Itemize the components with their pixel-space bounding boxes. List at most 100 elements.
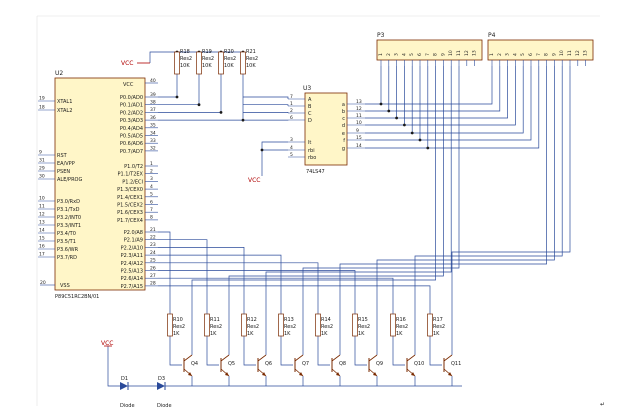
decoder-input-name: A bbox=[308, 97, 312, 103]
transistor-arrow bbox=[225, 372, 229, 376]
mcu-left-pin-num: 31 bbox=[39, 158, 45, 164]
transistor-ref: Q5 bbox=[228, 361, 235, 367]
decoder-output-num: 12 bbox=[356, 106, 362, 112]
driver-resistor-ref: R10 bbox=[173, 317, 183, 323]
vcc-mid-label: VCC bbox=[248, 177, 260, 184]
mcu-right-pin-name: P1.5/CEX2 bbox=[117, 203, 143, 209]
driver-resistor-type: Res2 bbox=[210, 324, 222, 330]
mcu-right-pin-name: P0.7/AD7 bbox=[120, 149, 143, 155]
junction bbox=[387, 109, 391, 113]
mcu-left-pin-name: PSEN bbox=[57, 169, 70, 175]
decoder-output-num: 10 bbox=[356, 120, 362, 126]
connector-pin-num: 1 bbox=[489, 53, 495, 56]
wire bbox=[206, 336, 219, 366]
mcu-left-pin-num: 29 bbox=[39, 166, 45, 172]
junction-group bbox=[175, 50, 430, 152]
pullup-type: Res2 bbox=[180, 56, 192, 62]
mcu-right-pin-num: 7 bbox=[150, 207, 153, 213]
connector-pin-num: 8 bbox=[544, 53, 550, 56]
mcu-vcc-pin-label: VCC bbox=[123, 82, 134, 88]
driver-resistor-value: 1K bbox=[321, 331, 328, 337]
mcu-right-pin-name: P1.6/CEX3 bbox=[117, 210, 143, 216]
wire bbox=[392, 336, 405, 366]
mcu-right-pin-num: 22 bbox=[150, 235, 156, 241]
decoder-input-num: 7 bbox=[290, 94, 293, 100]
driver-resistor-value: 1K bbox=[358, 331, 365, 337]
wire bbox=[158, 285, 431, 314]
transistor-collector bbox=[257, 354, 267, 362]
driver-resistor-body bbox=[204, 313, 210, 337]
wire bbox=[158, 277, 394, 314]
driver-resistor-value: 1K bbox=[173, 331, 180, 337]
driver-resistor-body bbox=[427, 313, 433, 337]
driver-resistor-ref: R14 bbox=[321, 317, 331, 323]
wire bbox=[426, 66, 532, 141]
decoder-input-num: 5 bbox=[290, 152, 293, 158]
diode-triangle bbox=[120, 382, 128, 390]
wire bbox=[191, 66, 436, 355]
mcu-right-pin-name: P2.0/A8 bbox=[124, 230, 143, 236]
mcu-right-pin-num: 36 bbox=[150, 115, 156, 121]
mcu-right-pin-num: 37 bbox=[150, 107, 156, 113]
mcu-left-pin-name: XTAL1 bbox=[57, 99, 72, 105]
driver-stages: R10Res21KQ4R11Res21KQ5R12Res21KQ6R13Res2… bbox=[167, 313, 461, 377]
connector-pin-num: 3 bbox=[505, 53, 511, 56]
junction bbox=[379, 102, 383, 106]
mcu-left-pin-name: P3.3/INT1 bbox=[57, 223, 81, 229]
wire bbox=[365, 66, 405, 126]
wire bbox=[243, 112, 289, 113]
wire bbox=[243, 96, 289, 99]
driver-resistor-value: 1K bbox=[284, 331, 291, 337]
pullup-value: 10K bbox=[202, 63, 212, 69]
mcu-left-pin-name: P3.0/RxD bbox=[57, 199, 80, 205]
mcu-right-pin-name: P0.4/AD4 bbox=[120, 126, 143, 132]
transistor-ref: Q6 bbox=[265, 361, 272, 367]
wire bbox=[394, 66, 501, 112]
connector-pin-num: 7 bbox=[425, 53, 431, 56]
driver-resistor-type: Res2 bbox=[321, 324, 333, 330]
mcu-left-pin-name: P3.4/T0 bbox=[57, 231, 76, 237]
driver-resistor-type: Res2 bbox=[247, 324, 259, 330]
connector-pin-num: 4 bbox=[512, 53, 518, 56]
mcu-left-pin-num: 30 bbox=[39, 174, 45, 180]
mcu-right-pin-name: P2.7/A15 bbox=[121, 284, 143, 290]
mcu-right-pin-num: 3 bbox=[150, 176, 153, 182]
decoder-input-num: 4 bbox=[290, 145, 293, 151]
connector-pin-num: 1 bbox=[378, 53, 384, 56]
wire bbox=[158, 262, 319, 314]
mcu-left-pin-num: 14 bbox=[39, 228, 45, 234]
connector-pin-num: 9 bbox=[440, 53, 446, 56]
connector-body bbox=[376, 39, 483, 61]
mcu-left-pin-num: 19 bbox=[39, 96, 45, 102]
driver-resistor-type: Res2 bbox=[358, 324, 370, 330]
mcu-left-pin-num: 17 bbox=[39, 252, 45, 258]
driver-resistor-ref: R15 bbox=[358, 317, 368, 323]
mcu-left-pin-num: 13 bbox=[39, 220, 45, 226]
wire bbox=[354, 336, 367, 366]
pullup-type: Res2 bbox=[246, 56, 258, 62]
wire bbox=[365, 66, 382, 105]
junction bbox=[395, 116, 398, 120]
wire bbox=[429, 336, 442, 366]
driver-resistor-type: Res2 bbox=[396, 324, 408, 330]
wire bbox=[158, 254, 282, 314]
wire bbox=[169, 336, 182, 366]
mcu-right-pin-num: 8 bbox=[150, 215, 153, 221]
decoder-output-num: 14 bbox=[356, 143, 362, 149]
decoder-output-num: 11 bbox=[356, 113, 362, 119]
decoder-ref-label: U3 bbox=[303, 85, 311, 92]
junction bbox=[219, 111, 223, 114]
transistor-collector bbox=[220, 354, 230, 362]
transistor-collector bbox=[183, 354, 193, 362]
driver-resistor-type: Res2 bbox=[433, 324, 445, 330]
wire bbox=[376, 66, 555, 355]
diode-type: Diode bbox=[120, 403, 135, 409]
mcu-right-pin-num: 38 bbox=[150, 100, 156, 106]
vcc-top-label: VCC bbox=[121, 60, 133, 67]
